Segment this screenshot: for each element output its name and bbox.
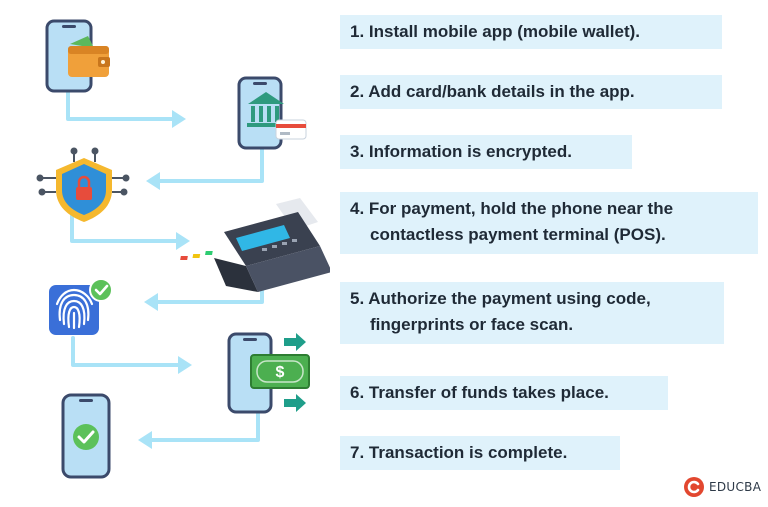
fingerprint-icon [49,278,113,335]
arrow-3-to-4 [70,210,180,243]
step-6: 6. Transfer of funds takes place. [340,376,668,410]
flow-illustration: $ [36,19,330,479]
step-1: 1. Install mobile app (mobile wallet). [340,15,722,49]
step-2: 2. Add card/bank details in the app. [340,75,722,109]
step-5-line-2: fingerprints or face scan. [370,315,574,334]
educba-logo: EDUCBA [683,476,761,498]
step-4-line-1: 4. For payment, hold the phone near the [350,199,674,218]
dollar-sign: $ [276,364,285,381]
arrow-1-to-2 [66,90,177,121]
money-transfer-phone-icon: $ [227,332,310,414]
educba-logo-text: EDUCBA [709,480,762,494]
wallet-phone-icon [45,19,110,93]
arrow-2-to-3 [158,146,264,183]
step-5-line-1: 5. Authorize the payment using code, [350,289,651,308]
pos-terminal-icon [180,198,330,292]
step-5: 5. Authorize the payment using code, fin… [340,282,724,344]
bank-phone-icon [237,76,307,150]
arrow-5-to-6 [71,336,182,367]
arrow-6-to-7 [150,410,260,442]
step-4: 4. For payment, hold the phone near the … [340,192,758,254]
flow-arrowheads [138,110,192,449]
step-3: 3. Information is encrypted. [340,135,632,169]
step-7: 7. Transaction is complete. [340,436,620,470]
security-shield-icon [36,147,130,222]
success-phone-icon [61,393,111,479]
step-4-line-2: contactless payment terminal (POS). [370,225,666,244]
educba-logo-icon [684,477,704,497]
